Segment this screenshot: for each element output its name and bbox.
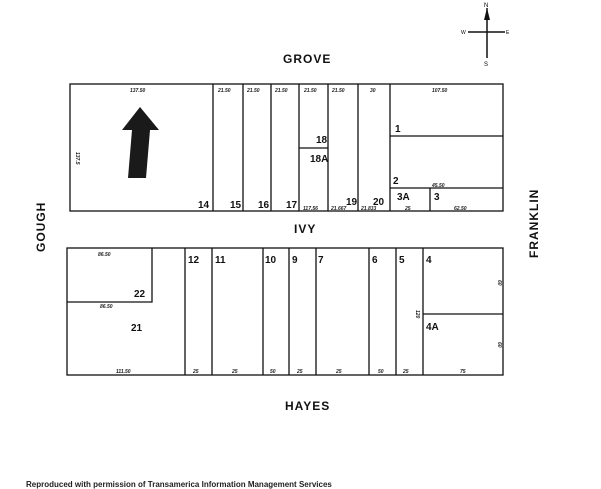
dim: 21.50	[246, 88, 260, 94]
lot-4a: 4A	[426, 322, 439, 333]
compass-s: S	[484, 62, 488, 68]
lot-5: 5	[399, 255, 405, 266]
dim: 21.50	[274, 88, 288, 94]
lot-11: 11	[215, 255, 226, 266]
dim: 21.50	[217, 88, 231, 94]
dim: 137.5	[74, 152, 80, 165]
reproduction-credit: Reproduced with permission of Transameri…	[26, 480, 332, 489]
lot-16: 16	[258, 200, 270, 211]
dim: 137.50	[130, 88, 146, 94]
dim: 50	[378, 369, 384, 375]
lot-2: 2	[393, 176, 399, 187]
dim: 21.833	[360, 206, 377, 212]
compass-e: E	[506, 30, 510, 36]
lot-14: 14	[198, 200, 210, 211]
dim: 30	[370, 88, 376, 94]
dim: 21.667	[330, 206, 347, 212]
compass-n: N	[484, 3, 488, 9]
dim: 107.50	[432, 88, 448, 94]
lot-9: 9	[292, 255, 298, 266]
dim: 62.50	[454, 206, 467, 212]
lot-7: 7	[318, 255, 324, 266]
dim: 45.50	[431, 183, 445, 189]
lot-3a: 3A	[397, 192, 410, 203]
dim: 25	[404, 206, 411, 212]
dim: 60	[496, 342, 502, 348]
dim: 21.50	[303, 88, 317, 94]
lot-20: 20	[373, 197, 385, 208]
lot-21: 21	[131, 323, 143, 334]
dim: 25	[192, 369, 199, 375]
lot-22: 22	[134, 289, 146, 300]
lot-17: 17	[286, 200, 298, 211]
dim: 86.50	[98, 252, 111, 258]
dim: 25	[231, 369, 238, 375]
south-block	[66, 247, 504, 376]
lot-10: 10	[265, 255, 277, 266]
compass-w: W	[461, 30, 466, 36]
dim: 120	[414, 310, 420, 319]
lot-18: 18	[316, 135, 328, 146]
dim: 50	[270, 369, 276, 375]
dim: 117.56	[303, 206, 318, 212]
lot-3: 3	[434, 192, 440, 203]
lot-15: 15	[230, 200, 242, 211]
north-block	[69, 83, 504, 212]
lot-6: 6	[372, 255, 378, 266]
lot-19: 19	[346, 197, 358, 208]
lot-18a: 18A	[310, 154, 328, 165]
dim: 25	[335, 369, 342, 375]
street-franklin: FRANKLIN	[527, 189, 541, 258]
dim: 21.50	[331, 88, 345, 94]
street-ivy: IVY	[294, 222, 316, 236]
street-gough: GOUGH	[34, 202, 48, 252]
dim: 86.50	[100, 304, 113, 310]
dim: 111.50	[116, 369, 131, 375]
street-hayes: HAYES	[285, 399, 330, 413]
dim: 25	[402, 369, 409, 375]
lot-12: 12	[188, 255, 200, 266]
dim: 75	[460, 369, 466, 375]
compass-icon	[468, 8, 505, 58]
dim: 25	[296, 369, 303, 375]
street-grove: GROVE	[283, 52, 331, 66]
north-arrow-icon	[122, 107, 159, 178]
lot-4: 4	[426, 255, 432, 266]
lot-1: 1	[395, 124, 401, 135]
dim: 60	[496, 280, 502, 286]
